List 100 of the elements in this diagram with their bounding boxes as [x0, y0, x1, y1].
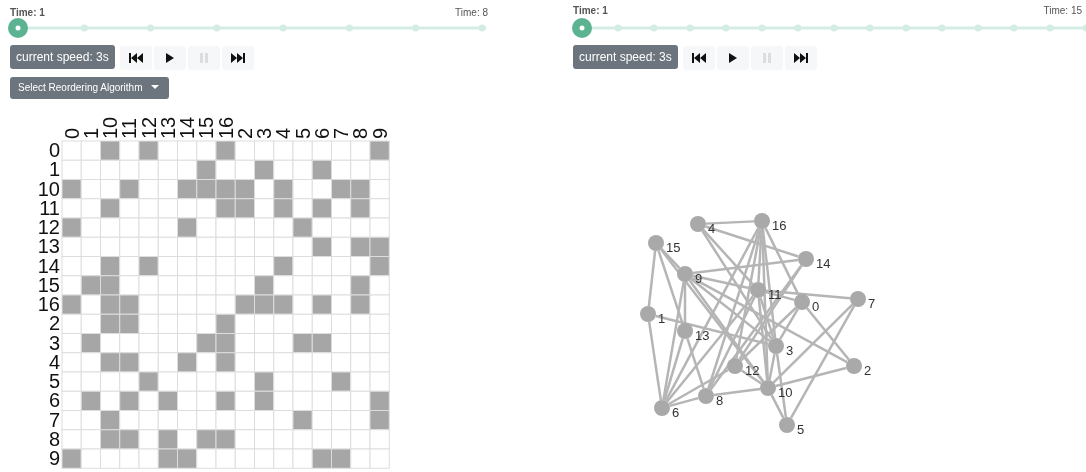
graph-edge: [647, 250, 657, 307]
graph-edge: [683, 282, 687, 323]
row-label: 4: [47, 352, 60, 372]
row-label: 7: [47, 410, 60, 430]
graph-node: [690, 216, 706, 232]
graph-node: [798, 251, 814, 267]
time-label: Time: 1: [10, 7, 45, 18]
time-label: Time: 1: [573, 5, 608, 16]
time-label: Time: 8: [455, 7, 488, 18]
graph-edge: [688, 279, 765, 383]
column-label: 6: [312, 127, 332, 139]
column-label: 7: [332, 127, 351, 139]
node-label: 12: [745, 363, 760, 378]
column-label: 5: [293, 127, 313, 139]
graph-edge: [757, 228, 763, 283]
graph-edge: [691, 276, 848, 364]
column-label: 14: [178, 116, 197, 139]
node-label: 16: [772, 218, 787, 233]
row-label: 3: [47, 333, 60, 353]
graph-edge: [692, 274, 751, 290]
column-label: 1: [81, 127, 101, 139]
graph-edge: [789, 305, 856, 419]
node-label: 5: [797, 422, 805, 437]
node-label: 10: [778, 385, 793, 400]
column-label: 12: [139, 116, 159, 139]
row-label: 9: [47, 449, 60, 468]
node-label: 15: [666, 240, 681, 255]
graph-edge: [666, 295, 754, 403]
graph-edge: [707, 228, 761, 389]
graph-edge: [768, 353, 776, 381]
graph-node: [640, 306, 656, 322]
graph-edge: [713, 387, 761, 397]
time-label: Time: 15: [1043, 5, 1082, 16]
graph-edge: [770, 394, 785, 419]
graph-node: [846, 358, 862, 374]
node-label: 6: [672, 405, 680, 420]
speed-indicator: current speed: 3s: [10, 45, 115, 69]
row-label: 12: [36, 218, 60, 237]
row-label: 16: [36, 295, 60, 314]
row-label: 10: [36, 179, 60, 199]
graph-node: [779, 417, 795, 433]
node-label: 4: [708, 221, 716, 236]
graph-edge: [660, 248, 681, 269]
graph-edge: [705, 220, 755, 225]
column-label: 2: [235, 127, 255, 139]
column-label: 9: [370, 127, 390, 139]
graph-node: [677, 266, 693, 282]
node-label: 11: [768, 287, 782, 302]
graph-node: [794, 294, 810, 310]
column-label: 11: [120, 118, 140, 139]
column-label: 13: [158, 116, 178, 139]
row-label: 6: [47, 391, 60, 411]
graph-edge: [690, 278, 771, 342]
column-label: 10: [101, 116, 120, 139]
column-label: 0: [62, 127, 82, 139]
graph-node: [850, 291, 866, 307]
graph-edge: [708, 296, 756, 390]
graph-edge: [663, 338, 684, 401]
graph-edge: [659, 248, 765, 383]
graph-edge: [759, 297, 775, 339]
speed-indicator: current speed: 3s: [573, 45, 678, 69]
graph-node: [760, 380, 776, 396]
graph-edge: [735, 228, 762, 359]
graph-edge: [765, 290, 795, 302]
graph-node: [654, 400, 670, 416]
graph-edge: [761, 228, 777, 339]
graph-edge: [757, 297, 769, 381]
graph-node: [768, 338, 784, 354]
node-label: 1: [658, 311, 666, 326]
row-label: 13: [36, 237, 60, 257]
graph-edge: [655, 314, 769, 346]
column-label: 8: [351, 127, 371, 139]
graph-edge: [739, 306, 798, 362]
graph-edge: [765, 289, 851, 300]
node-label: 8: [716, 393, 724, 408]
column-label: 3: [255, 127, 274, 139]
graph-node: [727, 358, 743, 374]
node-label: 14: [816, 256, 831, 271]
column-label: 4: [274, 127, 294, 139]
graph-node: [677, 323, 693, 339]
graph-edge: [686, 338, 705, 389]
graph-edge: [738, 264, 803, 361]
node-label: 0: [812, 299, 820, 314]
graph-node: [750, 282, 766, 298]
node-label: 13: [695, 328, 710, 343]
node-label: 3: [786, 343, 794, 358]
graph-node: [648, 235, 664, 251]
graph-edge: [657, 250, 684, 324]
graph-edge: [709, 264, 803, 391]
dropdown-button: Select Reordering Algorithm: [10, 77, 169, 99]
graph-edge: [669, 396, 699, 408]
row-label: 14: [36, 256, 60, 276]
graph-edge: [701, 230, 773, 340]
node-label: 2: [864, 363, 872, 378]
graph-edge: [647, 321, 663, 401]
row-label: 5: [47, 372, 60, 391]
graph-edge: [702, 229, 754, 285]
row-label: 15: [36, 275, 60, 295]
row-label: 8: [47, 429, 60, 449]
graph-edge: [775, 353, 788, 418]
